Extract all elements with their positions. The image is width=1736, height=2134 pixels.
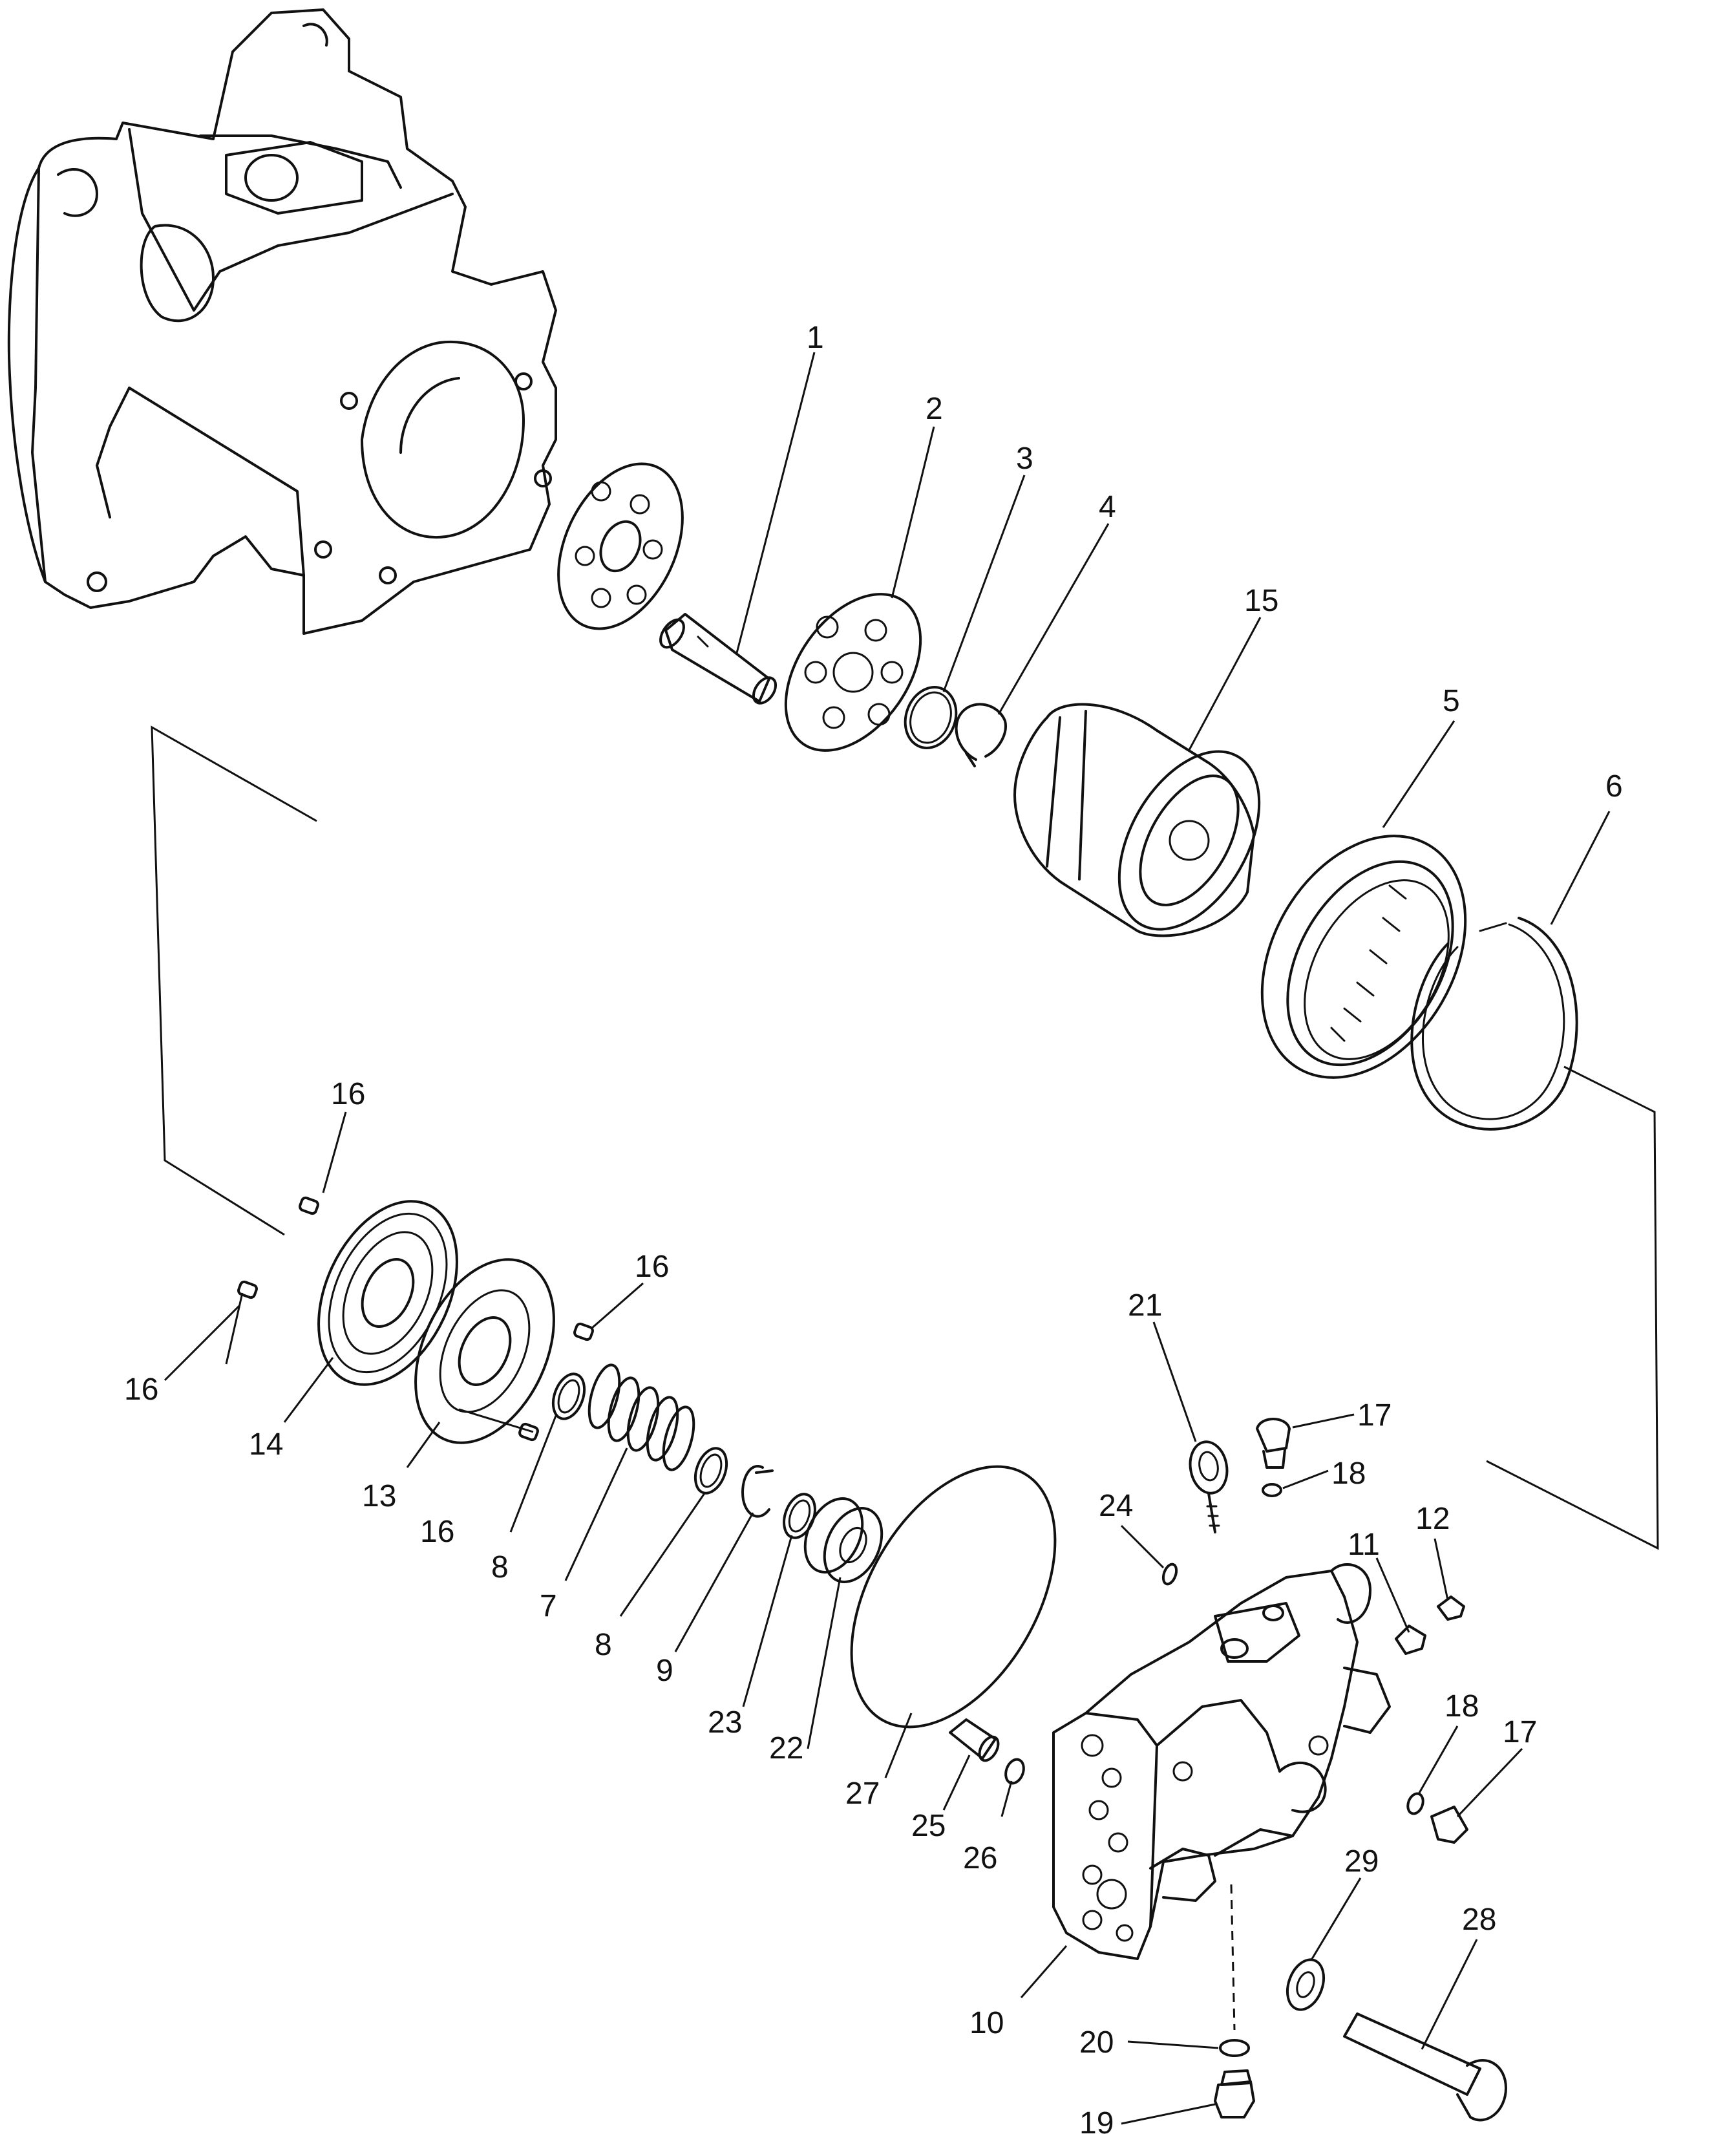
callout-numbers: 1 2 3 4 15 5 6 16 16 16 16 14 13 8 7 8 9…	[124, 321, 1623, 2134]
valve-plate-top-drawing	[557, 462, 684, 630]
callout-8-b: 8	[595, 1628, 612, 1662]
callout-21: 21	[1128, 1288, 1162, 1323]
callout-2: 2	[926, 392, 943, 426]
callout-18-b: 18	[1445, 1689, 1479, 1723]
callout-4: 4	[1099, 490, 1116, 524]
part-8-ring-b-drawing	[693, 1447, 728, 1495]
part-4-snap-ring-drawing	[955, 703, 1007, 767]
callout-26: 26	[963, 1841, 997, 1875]
pump-housing-drawing	[7, 8, 557, 635]
part-2-retainer-plate-drawing	[784, 593, 922, 752]
callout-24: 24	[1099, 1489, 1133, 1523]
callout-13: 13	[362, 1479, 396, 1513]
callout-15: 15	[1244, 584, 1278, 618]
callout-9: 9	[656, 1654, 673, 1688]
part-18-washer-right-drawing	[1406, 1792, 1424, 1815]
part-26-o-ring-drawing	[1004, 1758, 1025, 1785]
part-17-plug-top-drawing	[1256, 1418, 1291, 1469]
callout-27: 27	[845, 1777, 880, 1811]
part-27-o-ring-drawing	[850, 1465, 1057, 1729]
callout-28: 28	[1462, 1903, 1496, 1937]
part-8-ring-a-drawing	[551, 1372, 586, 1420]
callout-5: 5	[1443, 684, 1460, 718]
part-22-ball-bearing-drawing	[803, 1497, 884, 1583]
part-9-snap-ring-drawing	[741, 1465, 774, 1518]
callout-10: 10	[969, 2006, 1004, 2040]
callout-7: 7	[540, 1589, 557, 1623]
callout-19: 19	[1079, 2106, 1114, 2134]
part-5-roller-bearing-drawing	[1260, 835, 1467, 1079]
part-15-cylinder-block-drawing	[1013, 703, 1261, 937]
part-21-eye-bolt-drawing	[1189, 1440, 1229, 1533]
callout-20: 20	[1079, 2025, 1114, 2060]
part-6-snap-ring-drawing	[1410, 917, 1578, 1131]
part-3-ring-drawing	[904, 686, 958, 749]
bracket-line-left	[151, 725, 317, 1236]
part-11-plug-drawing	[1395, 1625, 1426, 1655]
part-16-pins-drawing	[237, 1196, 594, 1442]
centre-line-bottom	[1230, 1884, 1236, 2031]
part-28-bolt-drawing	[1343, 2012, 1507, 2122]
callout-18-a: 18	[1331, 1456, 1366, 1491]
callout-11: 11	[1348, 1528, 1380, 1562]
part-20-o-ring-drawing	[1219, 2039, 1250, 2057]
part-25-sleeve-drawing	[949, 1718, 1000, 1762]
part-18-washer-top-drawing	[1262, 1483, 1282, 1497]
callout-16-d: 16	[420, 1515, 454, 1549]
callout-22: 22	[769, 1731, 803, 1766]
part-29-washer-drawing	[1286, 1958, 1326, 2011]
callout-29: 29	[1344, 1844, 1379, 1879]
callout-8-a: 8	[491, 1550, 509, 1584]
callout-1: 1	[807, 321, 824, 355]
part-19-plug-drawing	[1214, 2069, 1255, 2118]
leader-lines	[164, 352, 1611, 2125]
part-7-spring-drawing	[587, 1363, 695, 1471]
part-12-screw-drawing	[1437, 1595, 1465, 1621]
callout-16-a: 16	[331, 1077, 365, 1111]
callout-23: 23	[708, 1705, 742, 1740]
callout-17-b: 17	[1503, 1715, 1537, 1749]
callout-14: 14	[249, 1427, 283, 1462]
callout-12: 12	[1415, 1502, 1450, 1536]
callout-25: 25	[911, 1809, 946, 1843]
part-17-plug-right-drawing	[1430, 1806, 1468, 1844]
part-1-shaft-drawing	[659, 613, 778, 705]
callout-16-b: 16	[635, 1250, 669, 1284]
part-24-o-ring-drawing	[1161, 1563, 1178, 1586]
callout-17-a: 17	[1357, 1398, 1392, 1433]
callout-16-c: 16	[124, 1372, 158, 1407]
part-14-plate-drawing	[317, 1200, 458, 1386]
part-13-plate-drawing	[414, 1258, 555, 1444]
bracket-line-right	[1486, 1065, 1659, 1550]
callout-3: 3	[1016, 442, 1033, 476]
callout-6: 6	[1605, 769, 1623, 804]
part-10-end-cover-drawing	[1052, 1563, 1391, 1960]
